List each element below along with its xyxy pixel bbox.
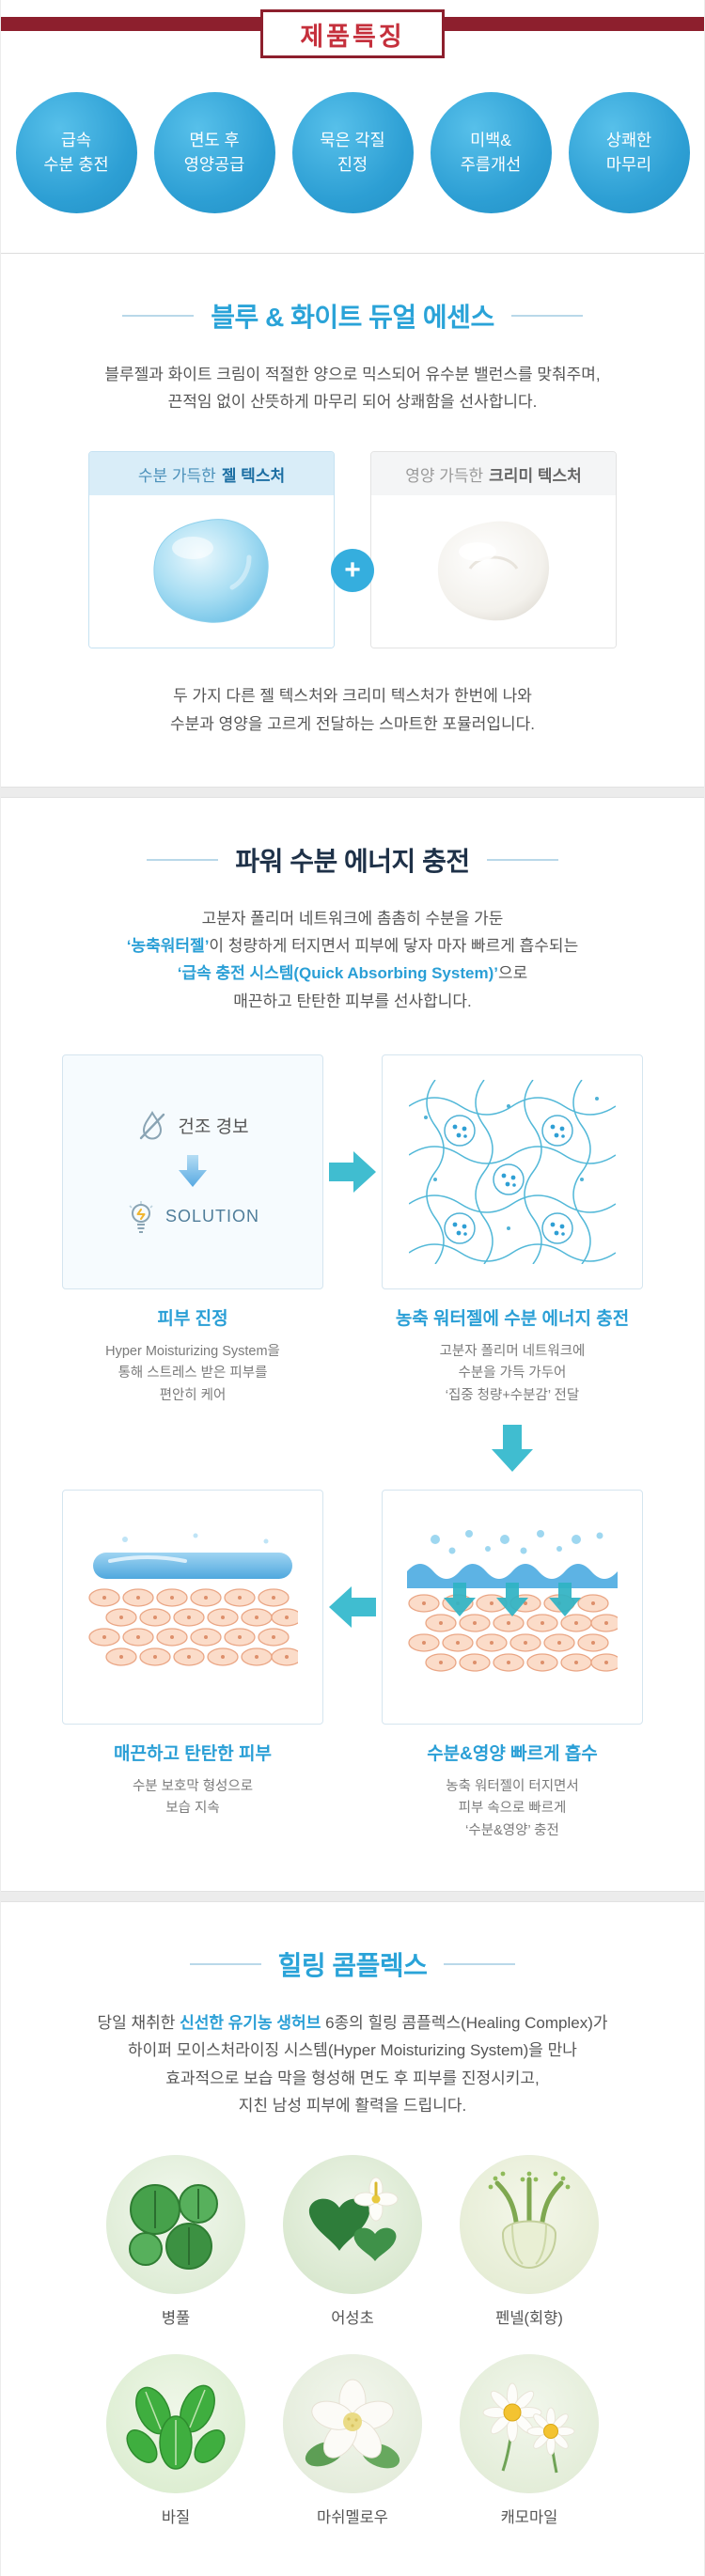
section-healing-complex: 힐링 콤플렉스 당일 채취한 신선한 유기농 생허브 6종의 힐링 콤플렉스(H…	[1, 1902, 704, 2576]
card-description: Hyper Moisturizing System을 통해 스트레스 받은 피부…	[105, 1343, 280, 1403]
dual-essence-description: 블루젤과 화이트 크림이 적절한 양으로 믹스되어 유수분 밸런스를 맞춰주며,…	[104, 366, 601, 412]
card-description: 고분자 폴리머 네트워크에 수분을 가득 가두어 ‘집중 청량+수분감’ 전달	[439, 1343, 586, 1403]
houttuynia-leaves-image	[283, 2155, 422, 2295]
section-divider	[1, 253, 704, 254]
cream-texture-card: 영양 가득한 크리미 텍스처	[370, 451, 617, 649]
section-separator-band	[1, 786, 704, 798]
fennel-photo	[460, 2155, 599, 2295]
texture-comparison: 수분 가득한 젤 텍스처	[1, 451, 704, 649]
chamomile-flowers-image	[460, 2354, 599, 2494]
arrow-down-small-icon	[178, 1154, 207, 1187]
header-left-bar	[1, 17, 260, 31]
badge-moisture-charge: 급속 수분 충전	[15, 92, 137, 213]
fennel-bulb-image	[460, 2155, 599, 2295]
card-title: 농축 워터젤에 수분 에너지 충전	[395, 1308, 630, 1329]
badge-dead-skin-soothing: 묵은 각질 진정	[291, 92, 414, 213]
title-rule-left	[122, 315, 195, 317]
centella-photo	[106, 2155, 245, 2295]
herb-gallery: 병풀	[1, 2155, 704, 2527]
badge-after-shave-nutrition: 면도 후 영양공급	[153, 92, 275, 213]
moisture-flow-diagram: 건조 경보	[1, 1054, 704, 1842]
arrow-left-icon	[329, 1586, 376, 1629]
badge-whitening-wrinkle: 미백& 주름개선	[430, 92, 552, 213]
title-rule-left	[189, 1963, 261, 1966]
herb-label: 어성초	[331, 2310, 374, 2328]
card-skin-calming: 건조 경보	[62, 1054, 323, 1407]
lightbulb-icon	[129, 1200, 153, 1233]
arrow-right-icon	[329, 1150, 376, 1193]
chamomile-photo	[460, 2354, 599, 2494]
marshmallow-flower-image	[283, 2354, 422, 2494]
herb-label: 캐모마일	[500, 2509, 558, 2527]
section-moisture-energy: 파워 수분 에너지 충전 고분자 폴리머 네트워크에 촘촘히 수분을 가둔 ‘농…	[1, 798, 704, 1891]
centella-leaves-image	[106, 2155, 245, 2295]
title-rule-right	[510, 315, 583, 317]
dry-alert-solution-panel: 건조 경보	[62, 1054, 323, 1289]
cream-texture-label: 영양 가득한 크리미 텍스처	[371, 452, 616, 496]
title-rule-right	[486, 858, 558, 861]
product-features-header: 제품특징	[1, 0, 704, 58]
herb-label: 마쉬멜로우	[317, 2509, 388, 2527]
houttuynia-photo	[283, 2155, 422, 2295]
marshmallow-photo	[283, 2354, 422, 2494]
card-smooth-skin: 매끈하고 탄탄한 피부 수분 보호막 형성으로 보습 지속	[62, 1490, 323, 1842]
arrow-down-icon	[492, 1425, 533, 1473]
herb-item-chamomile: 캐모마일	[441, 2354, 618, 2527]
section-title-moisture-energy: 파워 수분 에너지 충전	[1, 841, 704, 879]
herb-item-centella: 병풀	[87, 2155, 264, 2328]
card-description: 수분 보호막 형성으로 보습 지속	[132, 1778, 254, 1817]
herb-label: 펜넬(회향)	[495, 2310, 563, 2328]
badge-fresh-finish: 상쾌한 마무리	[568, 92, 690, 213]
flow-arrow-left-cell	[323, 1490, 382, 1725]
title-rule-right	[444, 1963, 516, 1966]
basil-photo	[106, 2354, 245, 2494]
card-water-gel-charge: 농축 워터젤에 수분 에너지 충전 고분자 폴리머 네트워크에 수분을 가득 가…	[382, 1054, 643, 1407]
moisture-barrier-panel	[62, 1490, 323, 1725]
dry-alert-icon	[140, 1110, 165, 1140]
card-title: 매끈하고 탄탄한 피부	[114, 1744, 272, 1765]
section-title-dual-essence: 블루 & 화이트 듀얼 에센스	[1, 297, 704, 335]
herb-label: 병풀	[161, 2310, 191, 2328]
smooth-skin-image	[88, 1533, 298, 1666]
dry-alert-label: 건조 경보	[178, 1117, 249, 1138]
feature-badges: 급속 수분 충전 면도 후 영양공급 묵은 각질 진정 미백& 주름개선 상쾌한…	[1, 58, 704, 253]
header-title-box: 제품특징	[260, 9, 445, 58]
herb-item-marshmallow: 마쉬멜로우	[264, 2354, 441, 2527]
white-cream-blob-image	[437, 522, 550, 621]
herb-item-fennel: 펜넬(회향)	[441, 2155, 618, 2328]
healing-complex-description: 당일 채취한 신선한 유기농 생허브 6종의 힐링 콤플렉스(Healing C…	[97, 2014, 608, 2115]
basil-leaves-image	[106, 2354, 245, 2494]
card-title: 수분&영양 빠르게 흡수	[427, 1744, 598, 1765]
card-title: 피부 진정	[157, 1308, 228, 1329]
absorbing-skin-image	[407, 1530, 618, 1672]
gel-texture-card: 수분 가득한 젤 텍스처	[88, 451, 335, 649]
dual-essence-footer: 두 가지 다른 젤 텍스처와 크리미 텍스처가 한번에 나와 수분과 영양을 고…	[169, 687, 536, 733]
section-dual-essence: 블루 & 화이트 듀얼 에센스 블루젤과 화이트 크림이 적절한 양으로 믹스되…	[1, 254, 704, 787]
polymer-network-panel	[382, 1054, 643, 1289]
gel-texture-label: 수분 가득한 젤 텍스처	[89, 452, 334, 496]
card-description: 농축 워터젤이 터지면서 피부 속으로 빠르게 ‘수분&영양’ 충전	[446, 1778, 579, 1838]
polymer-network-image	[409, 1079, 616, 1264]
moisture-energy-description: 고분자 폴리머 네트워크에 촘촘히 수분을 가둔 ‘농축워터젤’이 청량하게 터…	[126, 909, 579, 1010]
card-fast-absorb: 수분&영양 빠르게 흡수 농축 워터젤이 터지면서 피부 속으로 빠르게 ‘수분…	[382, 1490, 643, 1842]
herb-item-basil: 바질	[87, 2354, 264, 2527]
cream-texture-image	[371, 495, 616, 648]
plus-icon: +	[331, 549, 374, 593]
dry-alert-row: 건조 경보	[136, 1110, 249, 1142]
herb-item-houttuynia: 어성초	[264, 2155, 441, 2328]
solution-label: SOLUTION	[164, 1207, 259, 1226]
section-title-healing-complex: 힐링 콤플렉스	[1, 1945, 704, 1983]
header-right-bar	[445, 17, 704, 31]
gel-texture-image	[89, 495, 334, 648]
section-separator-band	[1, 1891, 704, 1903]
herb-label: 바질	[161, 2509, 191, 2527]
blue-gel-blob-image	[153, 519, 269, 624]
flow-arrow-right-cell	[323, 1054, 382, 1289]
page-title: 제품특징	[300, 22, 405, 51]
solution-row: SOLUTION	[126, 1200, 259, 1234]
absorption-panel	[382, 1490, 643, 1725]
flow-arrow-down-cell	[382, 1407, 643, 1490]
title-rule-left	[147, 858, 219, 861]
